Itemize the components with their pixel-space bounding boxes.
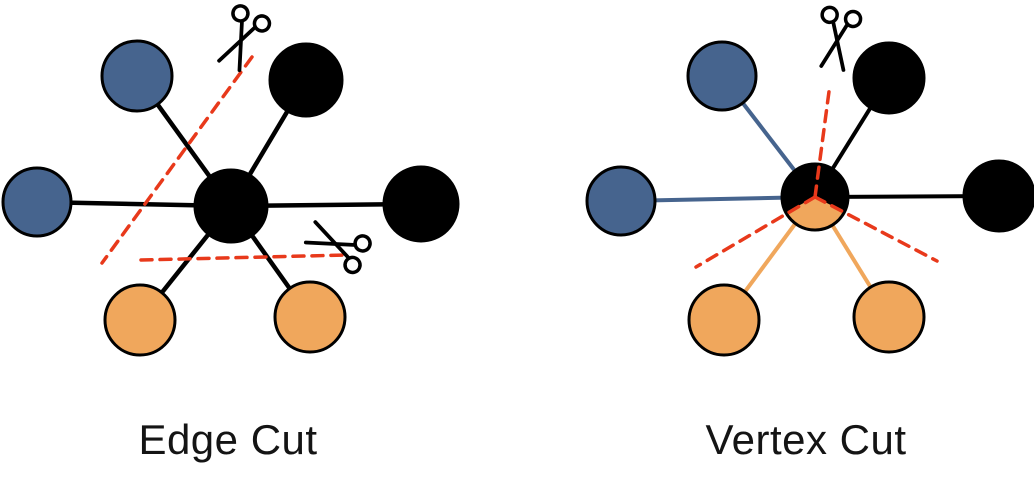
vertex-cut-label: Vertex Cut [705, 416, 907, 463]
graph-node-orange [273, 280, 347, 354]
graph-node-blue [100, 39, 174, 113]
graph-node-blue [585, 165, 657, 237]
graph-node-black [962, 159, 1034, 233]
graph-node-black [382, 165, 460, 243]
center-node [193, 168, 269, 244]
center-node-wedge [787, 197, 844, 229]
graph-node-blue [1, 166, 73, 238]
edge-cut-label: Edge Cut [138, 416, 318, 463]
scissors-icon [819, 5, 863, 72]
cut-line [813, 82, 832, 199]
edge-cut-diagram [1, 4, 460, 357]
graph-node-orange [687, 283, 761, 357]
graph-node-orange [103, 283, 177, 357]
graph-node-blue [686, 40, 758, 112]
graph-node-black [268, 42, 344, 118]
cut-line [139, 253, 348, 262]
scissors-icon [217, 4, 272, 73]
graph-node-orange [852, 280, 926, 354]
cut-line [813, 195, 939, 263]
cut-line [694, 195, 817, 269]
cut-line [100, 55, 254, 265]
vertex-cut-diagram [585, 5, 1034, 357]
scissors-icon [303, 220, 372, 275]
graph-node-black [852, 41, 926, 115]
